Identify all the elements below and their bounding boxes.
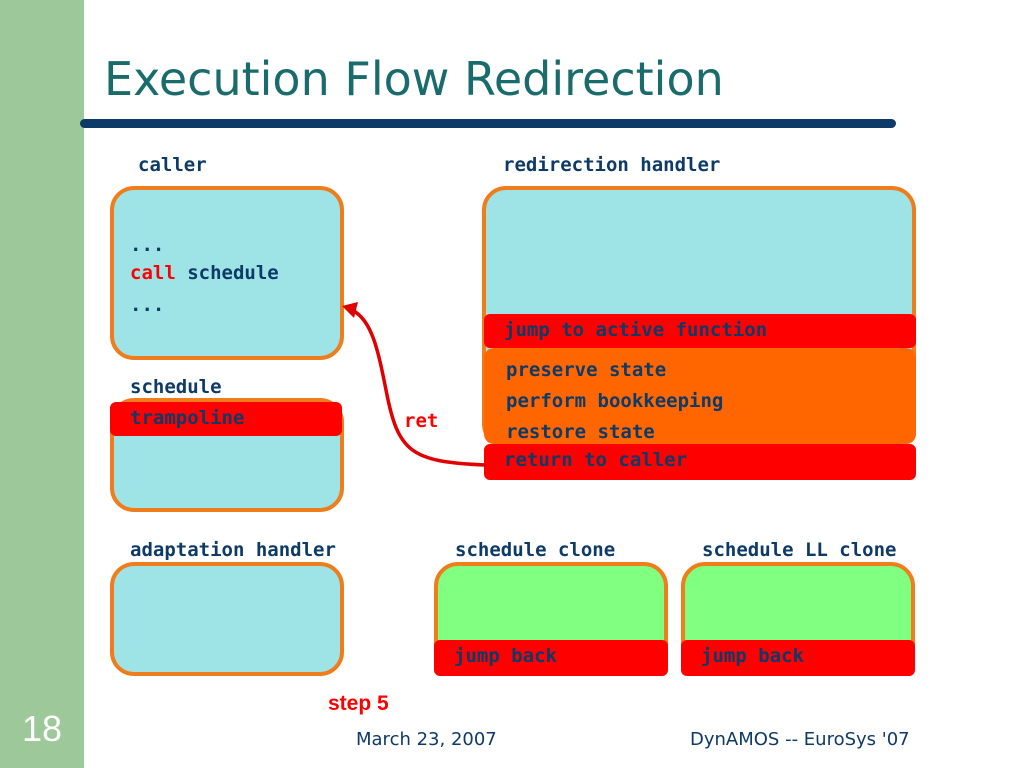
- slide-title: Execution Flow Redirection: [104, 52, 724, 106]
- adaptation-handler-label: adaptation handler: [130, 539, 336, 561]
- slide-number: 18: [21, 708, 63, 749]
- return-arrow-head: [342, 302, 358, 318]
- call-target: schedule: [187, 262, 279, 284]
- step-indicator: step 5: [328, 692, 389, 715]
- trampoline-bar: trampoline: [110, 402, 342, 436]
- caller-call-line: call schedule: [130, 262, 279, 284]
- step-restore-state: restore state: [506, 421, 655, 443]
- ret-label: ret: [404, 410, 439, 432]
- step-preserve-state: preserve state: [506, 359, 667, 381]
- schedule-clone-jump-back-bar: jump back: [434, 640, 668, 676]
- step-perform-bookkeeping: perform bookkeeping: [506, 390, 724, 412]
- footer-date: March 23, 2007: [356, 729, 497, 750]
- schedule-label: schedule: [130, 376, 222, 398]
- schedule-clone-label: schedule clone: [455, 539, 616, 561]
- adaptation-handler-box: [110, 562, 344, 676]
- caller-line-3: ...: [130, 294, 165, 316]
- caller-line-1: ...: [130, 234, 165, 256]
- schedule-ll-clone-jump-back-bar: jump back: [681, 640, 915, 676]
- redirection-steps-block: [484, 348, 916, 444]
- return-to-caller-bar: return to caller: [484, 444, 916, 480]
- caller-label: caller: [138, 154, 207, 176]
- return-arrow-path: [351, 308, 487, 467]
- redirection-handler-label: redirection handler: [503, 154, 721, 176]
- schedule-ll-clone-label: schedule LL clone: [702, 539, 897, 561]
- slide-sidebar: [0, 0, 84, 768]
- caller-box: [110, 186, 344, 360]
- jump-to-active-function-bar: jump to active function: [484, 314, 916, 348]
- title-underline: [80, 119, 896, 128]
- call-keyword: call: [130, 262, 176, 284]
- footer-title: DynAMOS -- EuroSys '07: [690, 729, 910, 750]
